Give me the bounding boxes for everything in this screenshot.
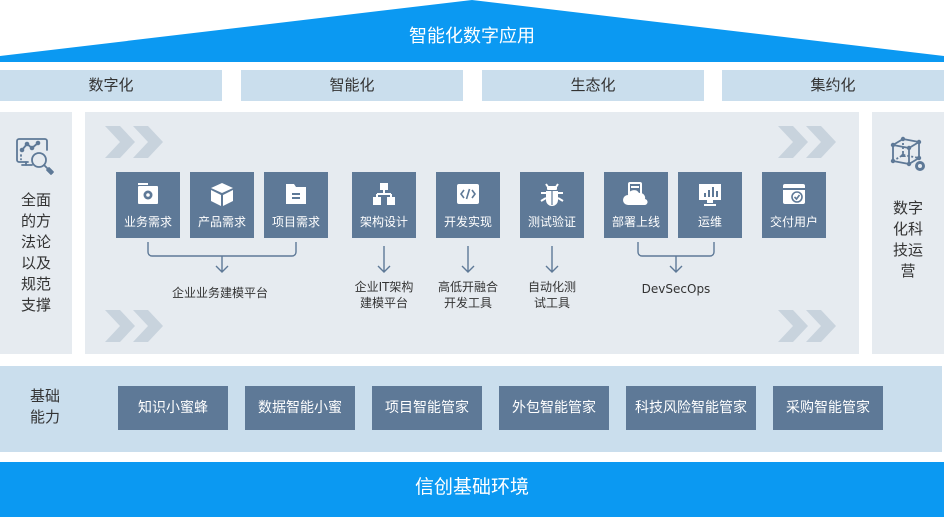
chevron-double-icon bbox=[778, 310, 836, 342]
stage-label: 项目需求 bbox=[271, 215, 320, 229]
capability-project-manager: 项目智能管家 bbox=[372, 386, 482, 430]
analytics-search-icon bbox=[16, 138, 54, 175]
left-methodology-panel: 全面 的方 法论 以及 规范 支撑 bbox=[0, 112, 72, 354]
roof-title: 智能化数字应用 bbox=[409, 26, 535, 47]
pillar-intensification: 集约化 bbox=[722, 70, 944, 101]
left-panel-line: 全面 bbox=[20, 191, 51, 209]
stage-deployment: 部署上线 bbox=[604, 172, 668, 238]
caption-line: 企业IT架构 bbox=[354, 280, 414, 294]
hierarchy-icon bbox=[373, 183, 395, 205]
stage-label: 业务需求 bbox=[123, 215, 172, 229]
stage-label: 架构设计 bbox=[359, 215, 408, 229]
caption-line: 高低开融合 bbox=[437, 280, 498, 294]
stage-label: 部署上线 bbox=[611, 215, 660, 229]
capability-outsourcing-manager: 外包智能管家 bbox=[499, 386, 609, 430]
stage-testing: 测试验证 bbox=[520, 172, 584, 238]
down-arrow-connector bbox=[377, 246, 391, 273]
down-arrow-connector bbox=[461, 246, 475, 273]
platform-caption-it-architecture: 企业IT架构 建模平台 bbox=[344, 279, 424, 311]
calendar-check-icon bbox=[783, 184, 805, 204]
stage-delivery: 交付用户 bbox=[762, 172, 826, 238]
left-panel-line: 的方 bbox=[20, 212, 51, 230]
caption-line: 企业业务建模平台 bbox=[171, 286, 268, 300]
code-icon bbox=[457, 184, 479, 204]
pillar-digitalization: 数字化 bbox=[0, 70, 222, 101]
foundation-bar: 信创基础环境 bbox=[0, 462, 944, 517]
cloud-server-icon bbox=[623, 182, 648, 206]
capability-procurement-manager: 采购智能管家 bbox=[773, 386, 883, 430]
stage-business-requirements: 业务需求 bbox=[116, 172, 180, 238]
base-label-line: 能力 bbox=[30, 408, 61, 426]
stage-label: 交付用户 bbox=[769, 215, 818, 229]
chevron-double-icon bbox=[105, 126, 163, 158]
platform-caption-test-tools: 自动化测 试工具 bbox=[512, 279, 592, 311]
monitor-chart-icon bbox=[699, 184, 721, 206]
right-panel-line: 数字 bbox=[892, 199, 923, 217]
caption-line: DevSecOps bbox=[641, 282, 711, 296]
caption-line: 自动化测 bbox=[527, 280, 576, 294]
down-arrow-connector bbox=[545, 246, 559, 273]
box-icon bbox=[211, 183, 233, 206]
left-panel-line: 法论 bbox=[20, 233, 51, 251]
pillar-ecosystem: 生态化 bbox=[482, 70, 704, 101]
bracket-arrow-connector bbox=[147, 242, 297, 273]
cube-gear-icon bbox=[890, 136, 925, 171]
base-capabilities-label: 基础 能力 bbox=[30, 386, 80, 428]
caption-line: 建模平台 bbox=[359, 296, 408, 310]
platform-caption-devsecops: DevSecOps bbox=[626, 281, 726, 297]
stage-operations: 运维 bbox=[678, 172, 742, 238]
base-label-line: 基础 bbox=[30, 387, 61, 405]
caption-line: 试工具 bbox=[533, 296, 570, 310]
stage-project-requirements: 项目需求 bbox=[264, 172, 328, 238]
right-panel-line: 营 bbox=[900, 262, 916, 280]
capability-tech-risk-manager: 科技风险智能管家 bbox=[626, 386, 756, 430]
left-panel-line: 以及 bbox=[20, 254, 51, 272]
platform-caption-business-modeling: 企业业务建模平台 bbox=[160, 285, 280, 301]
roof-triangle bbox=[0, 0, 944, 62]
bug-icon bbox=[540, 183, 564, 206]
stage-label: 运维 bbox=[697, 215, 722, 229]
capability-knowledge-bee: 知识小蜜蜂 bbox=[118, 386, 228, 430]
document-folder-icon bbox=[286, 184, 306, 204]
right-panel-line: 技运 bbox=[892, 241, 923, 259]
bracket-arrow-connector bbox=[637, 242, 715, 273]
pillar-intelligence: 智能化 bbox=[241, 70, 463, 101]
capability-data-assistant: 数据智能小蜜 bbox=[245, 386, 355, 430]
stage-architecture-design: 架构设计 bbox=[352, 172, 416, 238]
stage-label: 产品需求 bbox=[197, 215, 246, 229]
folder-gear-icon bbox=[138, 183, 158, 204]
stage-label: 测试验证 bbox=[527, 215, 576, 229]
stage-label: 开发实现 bbox=[443, 215, 492, 229]
stage-product-requirements: 产品需求 bbox=[190, 172, 254, 238]
left-panel-line: 支撑 bbox=[20, 296, 51, 314]
right-panel-line: 化科 bbox=[892, 220, 923, 238]
chevron-double-icon bbox=[778, 126, 836, 158]
platform-caption-dev-tools: 高低开融合 开发工具 bbox=[428, 279, 508, 311]
left-panel-line: 规范 bbox=[20, 275, 51, 293]
stage-development: 开发实现 bbox=[436, 172, 500, 238]
caption-line: 开发工具 bbox=[443, 296, 492, 310]
chevron-double-icon bbox=[105, 310, 163, 342]
right-operations-panel: 数字 化科 技运 营 bbox=[872, 112, 944, 354]
